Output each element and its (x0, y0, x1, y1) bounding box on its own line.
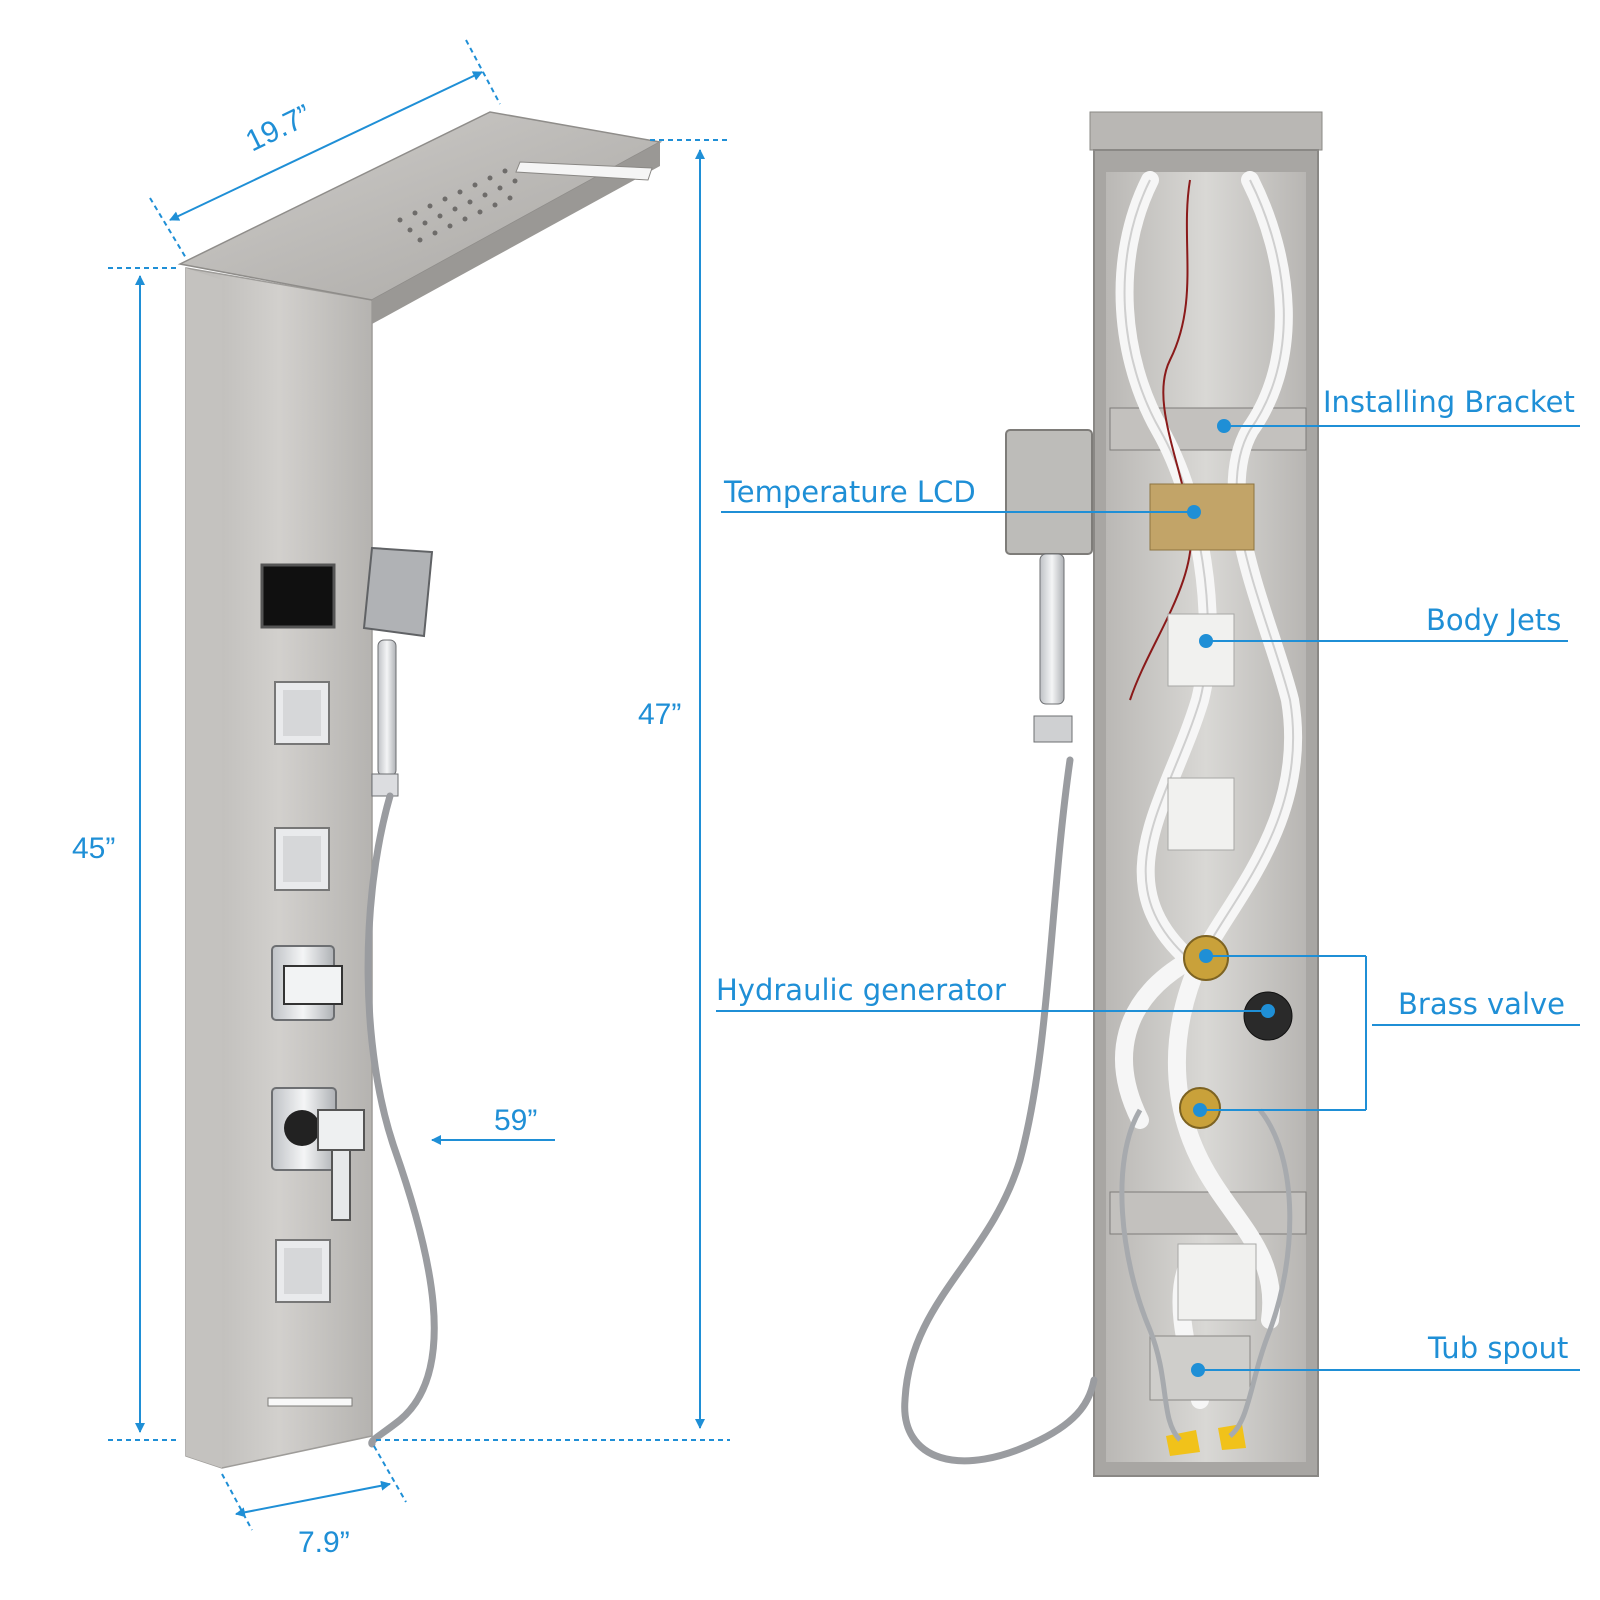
hose-outlines (1123, 179, 1295, 961)
waterfall-slot (515, 161, 653, 181)
label-body-jets: Body Jets (1426, 603, 1561, 637)
label-hydraulic-generator: Hydraulic generator (716, 973, 1006, 1007)
diverter-knob (271, 945, 343, 1021)
callout-lines (716, 425, 1580, 1371)
shower-hose (364, 792, 438, 1448)
side-hose (901, 756, 1098, 1465)
dim-width-top: 19.7” (241, 99, 317, 159)
side-hand-shower-grip (1039, 553, 1065, 705)
rain-head-front (372, 142, 660, 324)
dimension-lines (108, 39, 730, 1531)
supply-hose-right (1228, 1108, 1293, 1438)
tub-spout-slot (267, 1397, 353, 1407)
mixer-handle (271, 1087, 365, 1221)
dim-hose-length: 59” (494, 1104, 537, 1137)
interior-view (901, 111, 1323, 1477)
installing-bracket-top (1109, 407, 1307, 451)
lcd-controller (1149, 483, 1255, 551)
label-temperature-lcd: Temperature LCD (723, 475, 976, 509)
jet-housing-2 (1167, 777, 1235, 851)
dim-width-bottom: 7.9” (298, 1526, 350, 1559)
front-view (177, 111, 663, 1469)
jet-housing-1 (1167, 613, 1235, 687)
dim-height-total: 47” (638, 698, 681, 731)
hand-shower-icon (362, 546, 434, 797)
panel-side (186, 268, 222, 1468)
jet-housing-3 (1177, 1243, 1257, 1321)
body-jet-2 (274, 827, 330, 891)
dim-height-panel: 45” (72, 832, 115, 865)
side-holder (1033, 715, 1073, 743)
label-tub-spout: Tub spout (1427, 1331, 1568, 1365)
supply-hose-left (1119, 1108, 1182, 1442)
body-jet-3 (275, 1239, 331, 1303)
temperature-display (260, 563, 336, 629)
side-hand-shower (1005, 429, 1093, 555)
label-installing-bracket: Installing Bracket (1323, 385, 1575, 419)
top-cap (1089, 111, 1323, 151)
label-brass-valve: Brass valve (1398, 987, 1565, 1021)
callout-dots (1187, 419, 1275, 1377)
installing-bracket-bottom (1109, 1191, 1307, 1235)
body-jet-1 (274, 681, 330, 745)
